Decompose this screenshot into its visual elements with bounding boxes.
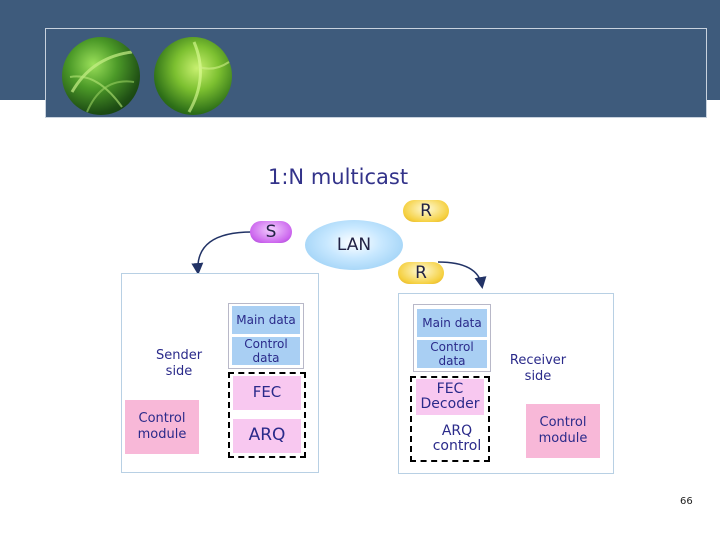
receiver-control-data: Control data xyxy=(417,340,487,368)
node-lan: LAN xyxy=(305,220,403,270)
header-panel xyxy=(45,28,707,118)
arrow-r-to-receiver xyxy=(437,261,487,289)
node-s: S xyxy=(250,221,292,243)
page-number: 66 xyxy=(680,496,693,507)
leaf-texture-icon xyxy=(69,50,135,113)
receiver-module-group xyxy=(410,376,490,462)
node-r-top: R xyxy=(403,200,449,222)
sender-arq: ARQ xyxy=(233,419,301,453)
sender-main-data: Main data xyxy=(232,306,300,334)
leaf-image-1 xyxy=(62,37,140,115)
receiver-arq-control: ARQ control xyxy=(429,420,485,458)
receiver-side-label: Receiver side xyxy=(509,353,567,384)
receiver-control-module: Control module xyxy=(526,404,600,458)
sender-control-module: Control module xyxy=(125,400,199,454)
sender-module-group xyxy=(228,372,306,458)
leaf-image-2 xyxy=(154,37,232,115)
arrow-s-to-sender xyxy=(191,231,253,275)
sender-side-label: Sender side xyxy=(155,348,203,379)
sender-fec: FEC xyxy=(233,376,301,410)
node-r-bottom: R xyxy=(398,262,444,284)
receiver-main-data: Main data xyxy=(417,309,487,337)
diagram-title: 1:N multicast xyxy=(268,165,409,189)
receiver-fec-decoder: FEC Decoder xyxy=(416,379,484,415)
leaf-texture-icon xyxy=(187,41,230,113)
sender-control-data: Control data xyxy=(232,337,300,365)
